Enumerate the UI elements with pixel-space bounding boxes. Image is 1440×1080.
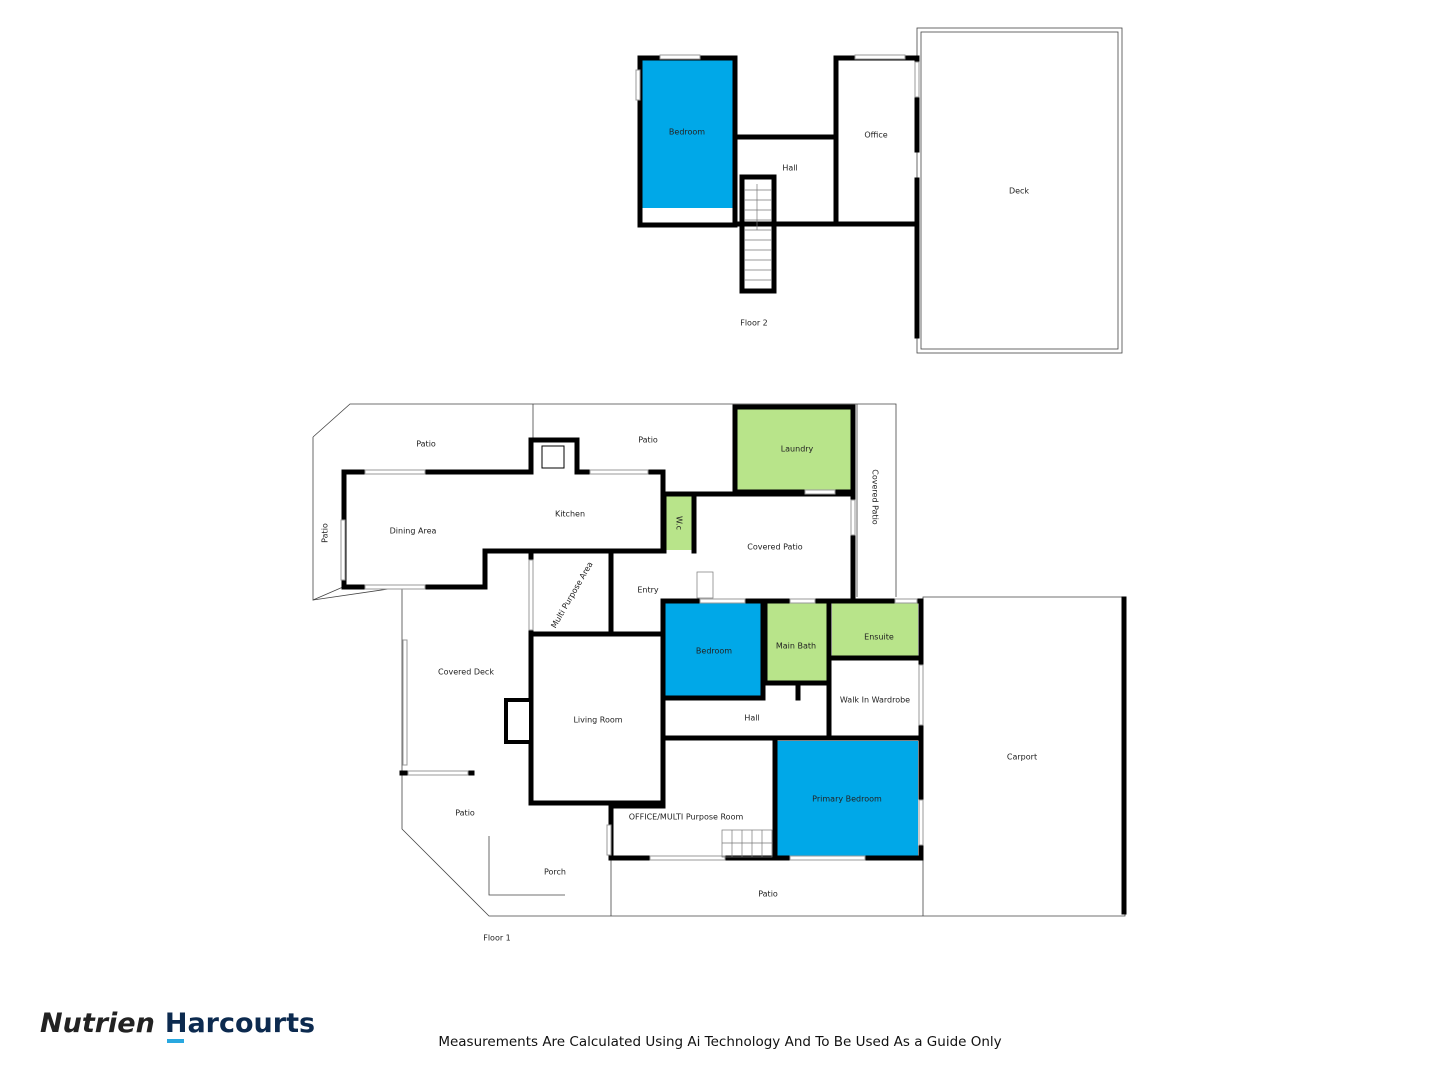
label-patio-s: Patio — [758, 890, 778, 899]
stairs — [696, 571, 773, 858]
floor-1: Patio Patio Patio Laundry Kitchen Dining… — [312, 403, 1127, 943]
label-covered-deck: Covered Deck — [438, 668, 494, 677]
label-entry: Entry — [637, 586, 659, 595]
label-primary-bedroom: Primary Bedroom — [812, 795, 882, 804]
label-wc: W.c — [675, 516, 684, 530]
room-ensuite — [832, 603, 918, 657]
floor-1-title: Floor 1 — [483, 934, 511, 943]
label-deck: Deck — [1009, 187, 1029, 196]
label-bedroom: Bedroom — [696, 647, 732, 656]
label-patio-n: Patio — [638, 436, 658, 445]
label-living: Living Room — [573, 716, 622, 725]
stairs-upper — [739, 174, 777, 294]
label-ensuite: Ensuite — [864, 633, 894, 642]
label-multi-purpose: Multi Purpose Area — [549, 560, 594, 630]
label-carport: Carport — [1007, 753, 1037, 762]
room-bedroom — [665, 603, 762, 697]
label-laundry: Laundry — [781, 445, 814, 454]
label-bedroom: Bedroom — [669, 128, 705, 137]
label-kitchen: Kitchen — [555, 510, 585, 519]
room-primary-bedroom — [776, 741, 918, 856]
label-covered-patio: Covered Patio — [747, 543, 803, 552]
room-laundry — [737, 409, 851, 491]
room-wc — [666, 496, 693, 550]
room-main-bath — [766, 603, 829, 682]
floor-2: Bedroom Hall Office Deck Floor 2 — [635, 27, 1123, 354]
room-bedroom-upper — [641, 59, 734, 208]
label-office: Office — [864, 131, 887, 140]
disclaimer: Measurements Are Calculated Using Ai Tec… — [438, 1034, 1002, 1050]
logo-harcourts: Harcourts — [164, 1008, 316, 1039]
label-main-bath: Main Bath — [776, 642, 816, 651]
logo-nutrien: Nutrien — [40, 1008, 155, 1039]
label-dining: Dining Area — [390, 527, 437, 536]
label-office: OFFICE/MULTI Purpose Room — [629, 813, 744, 822]
floor-2-title: Floor 2 — [740, 319, 768, 328]
label-hall: Hall — [782, 164, 797, 173]
label-patio-nw: Patio — [416, 440, 436, 449]
label-patio-sw: Patio — [455, 809, 475, 818]
label-porch: Porch — [544, 868, 566, 877]
fireplace — [504, 698, 533, 744]
label-wardrobe: Walk In Wardrobe — [840, 696, 910, 705]
label-covered-patio-side: Covered Patio — [871, 469, 880, 525]
label-hall: Hall — [744, 714, 759, 723]
fireplace-kitchen — [541, 445, 565, 469]
label-patio-w: Patio — [321, 523, 330, 543]
brand-logo: Nutrien Harcourts — [40, 1008, 315, 1039]
